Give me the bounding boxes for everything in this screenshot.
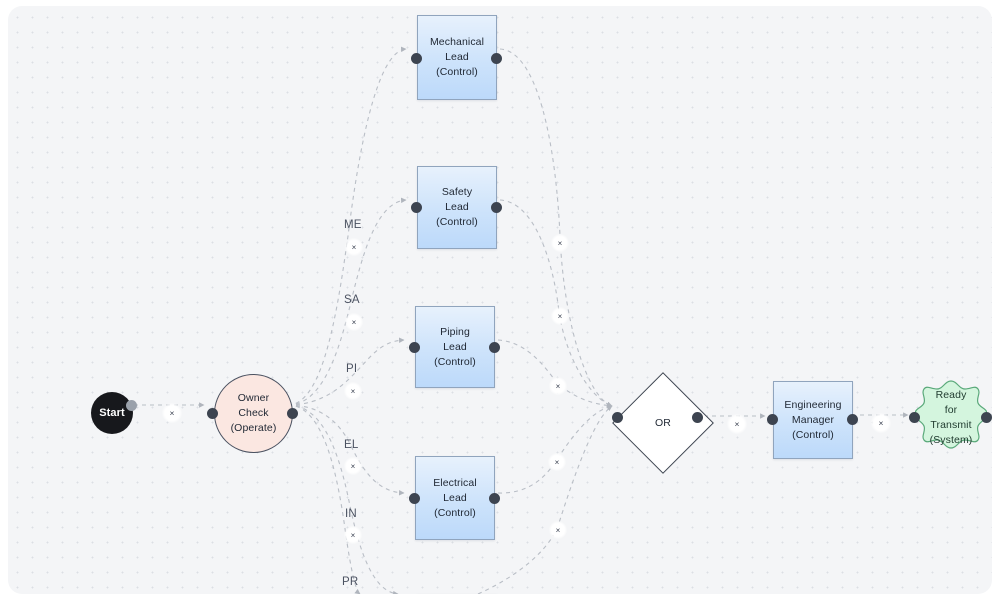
node-safety-lead[interactable]: Safety Lead (Control) <box>417 166 497 249</box>
node-layer: Start Owner Check (Operate) Mechanical L… <box>8 6 992 594</box>
handle-ready-out[interactable] <box>981 412 992 423</box>
edge-label-me[interactable]: ME <box>344 219 362 231</box>
node-start-label: Start <box>99 406 125 419</box>
handle-engmgr-out[interactable] <box>847 414 858 425</box>
gear-icon <box>915 380 987 449</box>
handle-safety-out[interactable] <box>491 202 502 213</box>
edge-label-pi[interactable]: PI <box>346 363 358 375</box>
node-electrical-lead-label: Electrical Lead (Control) <box>433 476 477 519</box>
handle-owner-out[interactable] <box>287 408 298 419</box>
edge-label-in[interactable]: IN <box>345 508 357 520</box>
node-piping-lead-label: Piping Lead (Control) <box>434 325 476 368</box>
node-electrical-lead[interactable]: Electrical Lead (Control) <box>415 456 495 540</box>
handle-safety-in[interactable] <box>411 202 422 213</box>
node-owner-check[interactable]: Owner Check (Operate) <box>214 374 293 453</box>
or-gateway-shape <box>612 372 714 474</box>
node-safety-lead-label: Safety Lead (Control) <box>436 186 478 228</box>
handle-electrical-in[interactable] <box>409 493 420 504</box>
node-engineering-manager[interactable]: Engineering Manager (Control) <box>773 381 853 459</box>
delete-edge-electrical-or[interactable]: × <box>548 453 566 471</box>
handle-start-out[interactable] <box>126 400 137 411</box>
delete-edge-engmgr-ready[interactable]: × <box>871 413 891 433</box>
delete-edge-instrument-or[interactable]: × <box>549 521 567 539</box>
node-mechanical-lead-label: Mechanical Lead (Control) <box>429 36 485 78</box>
node-engineering-manager-label: Engineering Manager (Control) <box>784 398 842 441</box>
handle-engmgr-in[interactable] <box>767 414 778 425</box>
delete-edge-owner-electrical[interactable]: × <box>344 457 362 475</box>
delete-edge-piping-or[interactable]: × <box>549 377 567 395</box>
handle-piping-in[interactable] <box>409 342 420 353</box>
node-piping-lead[interactable]: Piping Lead (Control) <box>415 306 495 388</box>
delete-edge-owner-mechanical[interactable]: × <box>345 238 363 256</box>
delete-edge-owner-piping[interactable]: × <box>344 382 362 400</box>
node-start[interactable]: Start <box>91 392 133 434</box>
edge-label-sa[interactable]: SA <box>344 294 360 306</box>
node-or-gateway[interactable]: OR <box>612 372 714 474</box>
delete-edge-safety-or[interactable]: × <box>551 307 569 325</box>
handle-or-out[interactable] <box>692 412 703 423</box>
edge-label-el[interactable]: EL <box>344 439 359 451</box>
handle-owner-in[interactable] <box>207 408 218 419</box>
handle-mechanical-out[interactable] <box>491 53 502 64</box>
delete-edge-owner-instrument[interactable]: × <box>344 526 362 544</box>
workflow-canvas[interactable]: Start Owner Check (Operate) Mechanical L… <box>8 6 992 594</box>
delete-edge-or-engmgr[interactable]: × <box>727 414 747 434</box>
node-ready-for-transmit[interactable]: Ready for Transmit (System) <box>915 379 987 461</box>
node-owner-check-label: Owner Check (Operate) <box>230 392 277 434</box>
handle-or-in[interactable] <box>612 412 623 423</box>
handle-mechanical-in[interactable] <box>411 53 422 64</box>
handle-electrical-out[interactable] <box>489 493 500 504</box>
node-mechanical-lead[interactable]: Mechanical Lead (Control) <box>417 15 497 100</box>
handle-piping-out[interactable] <box>489 342 500 353</box>
delete-edge-mechanical-or[interactable]: × <box>551 234 569 252</box>
delete-edge-owner-safety[interactable]: × <box>345 313 363 331</box>
edge-label-pr[interactable]: PR <box>342 576 359 588</box>
handle-ready-in[interactable] <box>909 412 920 423</box>
delete-edge-start-owner[interactable]: × <box>162 403 182 423</box>
